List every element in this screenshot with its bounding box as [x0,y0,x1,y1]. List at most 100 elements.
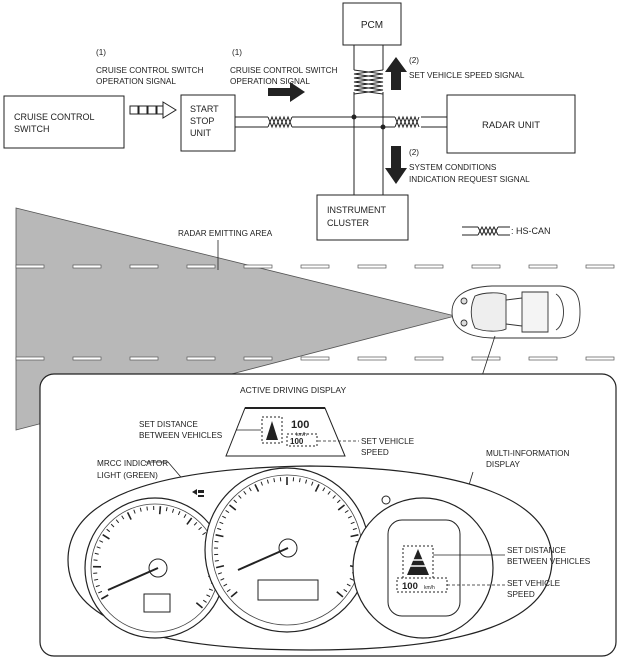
lane-dash [129,264,159,269]
gauge-tick [217,527,222,531]
signal-1a-line1: CRUISE CONTROL SWITCH [96,66,204,75]
active-display-title: ACTIVE DRIVING DISPLAY [240,385,346,395]
mid-title-line2: DISPLAY [486,460,521,469]
signal-1b-line2: OPERATION SIGNAL [230,77,310,86]
switch-label-line2: SWITCH [14,124,50,134]
gauge-tick [260,481,263,486]
tachometer-gauge [84,497,226,639]
lane-dash [243,264,273,269]
gauge-tick [222,515,227,519]
mid-distance-icon [407,549,429,575]
radar-label: RADAR UNIT [482,120,540,131]
radar-area-label: RADAR EMITTING AREA [178,229,273,238]
gauge-tick [273,478,276,483]
instrument-cluster-block: INSTRUMENT CLUSTER [316,194,409,241]
gauge-tick [215,534,224,538]
lane-dash [414,264,444,269]
start-stop-unit-block: START STOP UNIT [180,94,236,152]
lane-dash [471,264,501,269]
hs-can-legend: : HS-CAN [462,225,551,237]
gauge-tick [171,508,175,513]
gauge-tick [350,521,355,525]
mrcc-indicator-line2: LIGHT (GREEN) [97,471,158,480]
gauge-tick [228,504,237,511]
gauge-tick [165,507,168,512]
mid-set-distance-line1: SET DISTANCE [507,546,566,555]
lane-dash [528,264,558,269]
gauge-tick [220,578,225,581]
gauge-tick [146,506,148,511]
signal-1b-line1: CRUISE CONTROL SWITCH [230,66,338,75]
mid-set-speed-unit: km/h [424,585,435,591]
signal-1a-line2: OPERATION SIGNAL [96,77,176,86]
signal-1a-number: (1) [96,48,106,57]
gauge-tick [314,484,320,492]
hud-speed-value: 100 [291,419,309,431]
signal-1b-number: (1) [232,48,242,57]
gauge-tick [327,490,331,495]
gauge-tick [298,478,301,483]
gauge-tick [347,515,352,519]
signal-2b-number: (2) [409,148,419,157]
gauge-tick [322,487,326,492]
gauge-tick [305,479,308,484]
lane-marking-bottom [15,356,615,361]
gauge-tick [346,583,351,587]
ssu-label-line1: START [190,104,219,114]
gauge-tick [98,590,103,594]
signal-2b-line2: INDICATION REQUEST SIGNAL [409,175,530,184]
gauge-tick [336,499,341,504]
gauge-tick [332,495,336,499]
gauge-tick [336,591,344,598]
lane-dash [15,264,45,269]
gauge-tick [254,484,260,492]
gauge-tick [126,512,132,520]
gauge-tick [230,591,238,598]
gauge-tick [202,599,207,603]
lane-dash [471,356,501,361]
lane-dash [129,356,159,361]
solid-arrow-down-icon [385,146,407,184]
gauge-tick [248,487,252,492]
lane-dash [528,356,558,361]
twisted-pair-symbol [394,115,421,129]
hud-set-distance-line2: BETWEEN VEHICLES [139,431,223,440]
gauge-tick [243,490,247,495]
gauge-tick [183,514,187,519]
gauge-tick [225,510,230,514]
multi-information-display-gauge: 100 km/h [352,497,494,639]
gauge-tick [217,572,223,575]
gauge-tick [177,511,181,516]
gauge-tick [350,534,359,538]
gauge-tick [193,521,198,526]
hud-set-speed-line2: SPEED [361,448,389,457]
lane-marking-top [15,264,615,269]
radar-unit-block: RADAR UNIT [446,94,576,154]
gauge-tick [337,504,346,511]
cruise-control-switch-block: CRUISE CONTROL SWITCH [3,95,125,149]
twisted-pair-symbol [353,69,384,95]
lane-dash [300,264,330,269]
lane-dash [243,356,273,361]
lane-dash [300,356,330,361]
gauge-tick [311,481,314,486]
ic-label-line2: CLUSTER [327,218,370,228]
mrcc-indicator-line1: MRCC INDICATOR [97,459,168,468]
lane-dash [585,264,615,269]
signal-2b-line1: SYSTEM CONDITIONS [409,163,497,172]
vehicle-illustration [451,285,581,339]
switch-label-line1: CRUISE CONTROL [14,112,95,122]
lane-dash [72,356,102,361]
gauge-tick [266,479,269,484]
mid-title-line1: MULTI-INFORMATION [486,449,569,458]
ic-label-line1: INSTRUMENT [327,205,386,215]
active-driving-display [225,407,346,457]
gauge-tick [186,517,193,525]
mrcc-indicator-icon [192,489,204,497]
lane-dash [186,264,216,269]
mid-set-speed-line1: SET VEHICLE [507,579,561,588]
gauge-tick [349,578,354,581]
gauge-tick [214,560,219,562]
hud-distance-icon [266,421,278,440]
